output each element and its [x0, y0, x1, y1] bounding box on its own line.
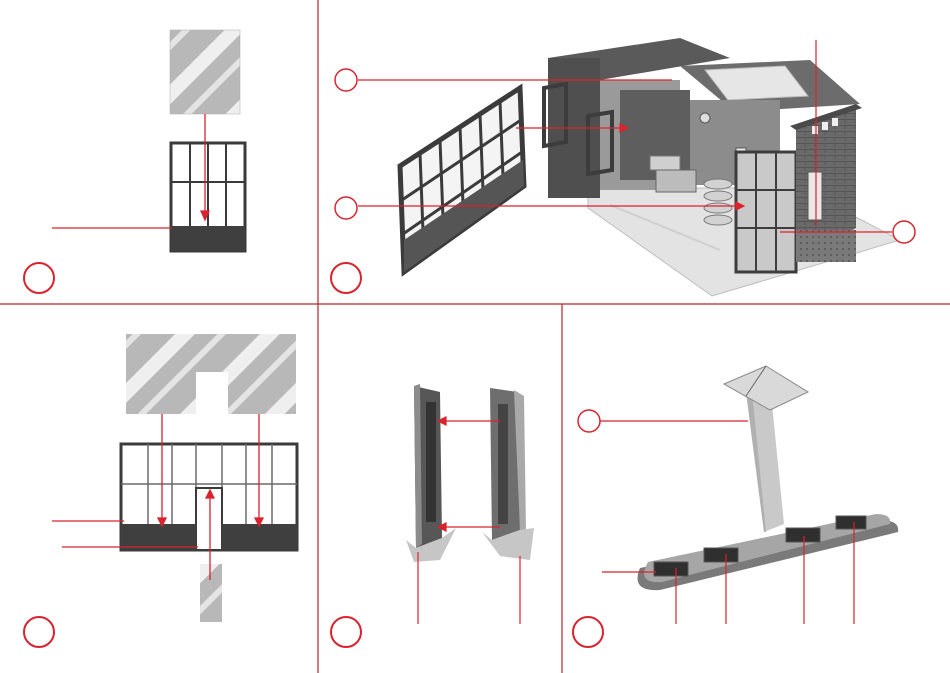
panel-3-door-front	[52, 334, 297, 622]
panel-5-sign-post	[578, 366, 898, 624]
callout-badge-d	[578, 410, 600, 432]
callout-badge-b	[335, 197, 357, 219]
panel-2-building-overview	[335, 38, 915, 296]
step-badge-5	[572, 616, 604, 648]
large-door-part	[400, 88, 524, 272]
step-badge-1	[23, 262, 55, 294]
callout-badge-c	[893, 221, 915, 243]
left-post-part	[406, 384, 456, 562]
callout-badge-a	[335, 69, 357, 91]
panel-1-window-pane	[52, 30, 245, 251]
glass-pane-cutout-part	[126, 334, 296, 414]
panel-4-side-posts	[406, 384, 534, 624]
post-column-part	[724, 366, 808, 532]
door-glass-part	[200, 564, 222, 622]
right-post-part	[482, 388, 534, 560]
step-badge-4	[330, 616, 362, 648]
side-door	[808, 172, 822, 220]
step-badge-2	[330, 262, 362, 294]
office-glass-front	[736, 152, 796, 272]
step-badge-3	[23, 616, 55, 648]
perforated-panel	[796, 230, 856, 262]
window-frame-part	[171, 143, 245, 251]
glass-pane-part	[170, 30, 240, 114]
